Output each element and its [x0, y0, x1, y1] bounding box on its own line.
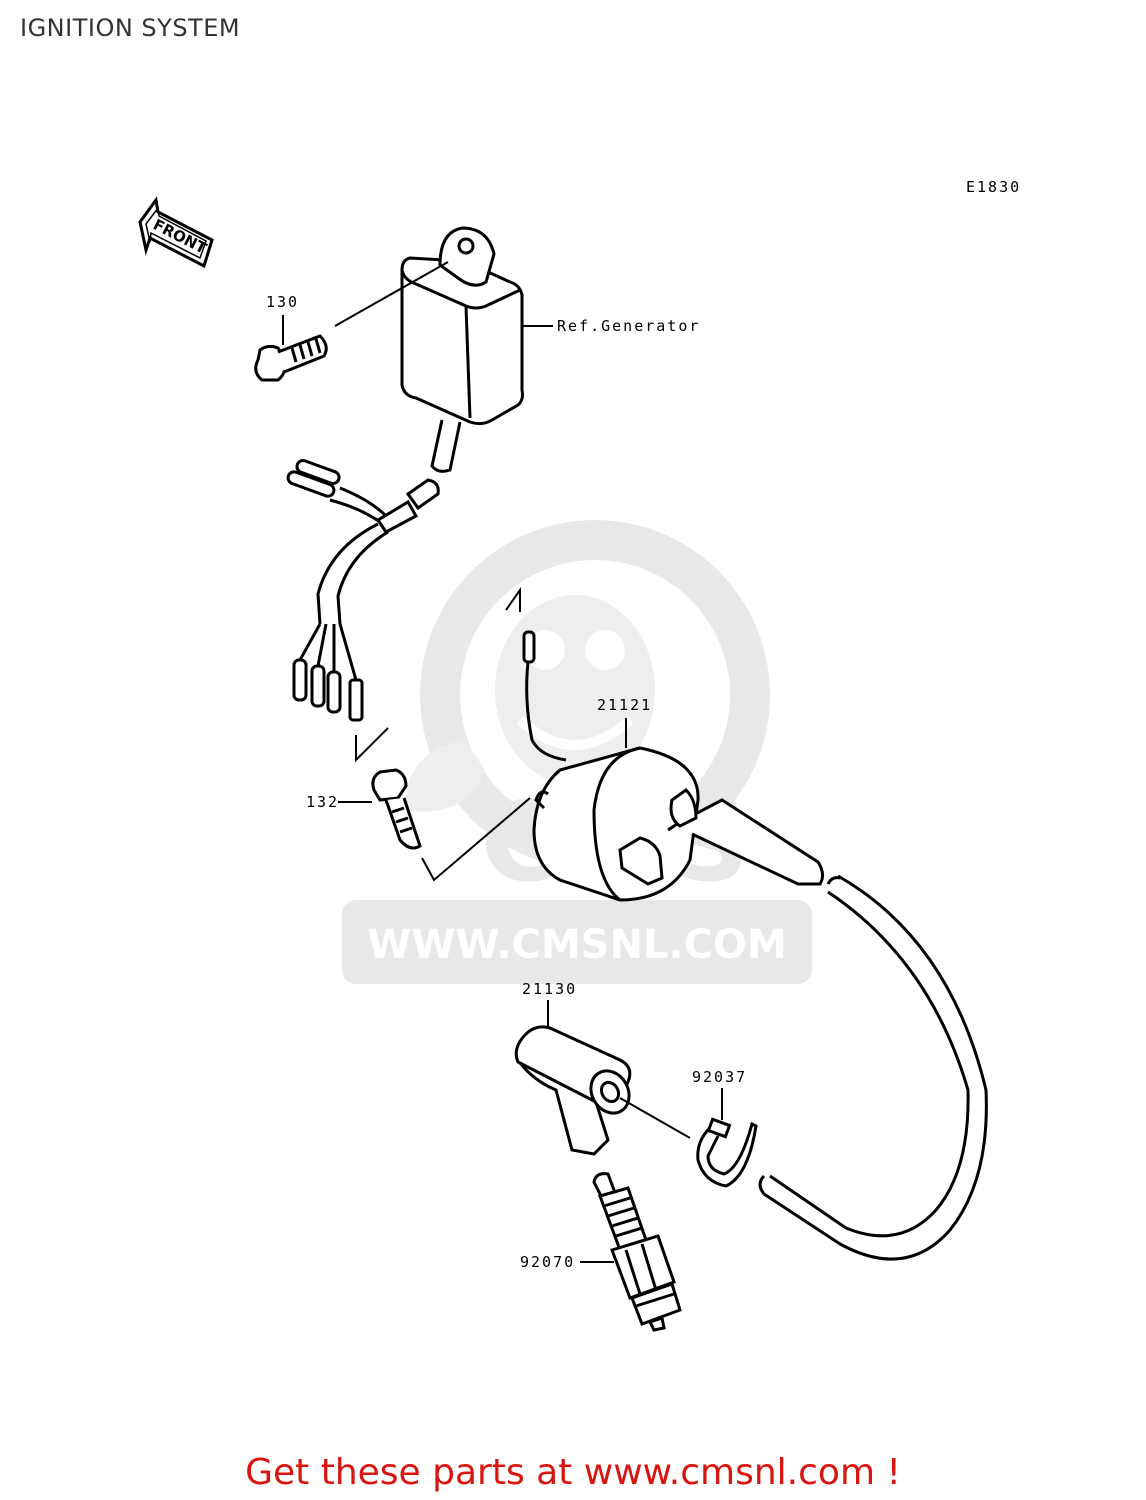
diagram-code: E1830	[966, 178, 1021, 196]
part-label-21130: 21130	[522, 980, 577, 998]
part-label-92070: 92070	[520, 1253, 575, 1271]
watermark-url: WWW.CMSNL.COM	[367, 922, 787, 968]
spark-plug-cap	[514, 1025, 632, 1156]
ignition-unit	[400, 226, 524, 473]
bolt-132	[371, 768, 422, 850]
spark-plug	[592, 1172, 682, 1332]
part-label-21121: 21121	[597, 696, 652, 714]
wire-harness	[286, 459, 440, 722]
watermark-logo: CMS WWW.CMSNL.COM	[342, 520, 812, 984]
bolt-130	[254, 334, 328, 382]
part-label-92037: 92037	[692, 1068, 747, 1086]
get-parts-link[interactable]: Get these parts at www.cmsnl.com !	[245, 1452, 901, 1493]
cable-clamp	[696, 1117, 758, 1188]
page-title: IGNITION SYSTEM	[20, 14, 241, 42]
part-label-130: 130	[266, 293, 299, 311]
label-ref-generator: Ref.Generator	[557, 317, 700, 335]
front-arrow-icon: FRONT	[138, 196, 214, 269]
part-label-132: 132	[306, 793, 339, 811]
ignition-coil	[505, 586, 825, 902]
high-tension-cable	[758, 874, 988, 1261]
